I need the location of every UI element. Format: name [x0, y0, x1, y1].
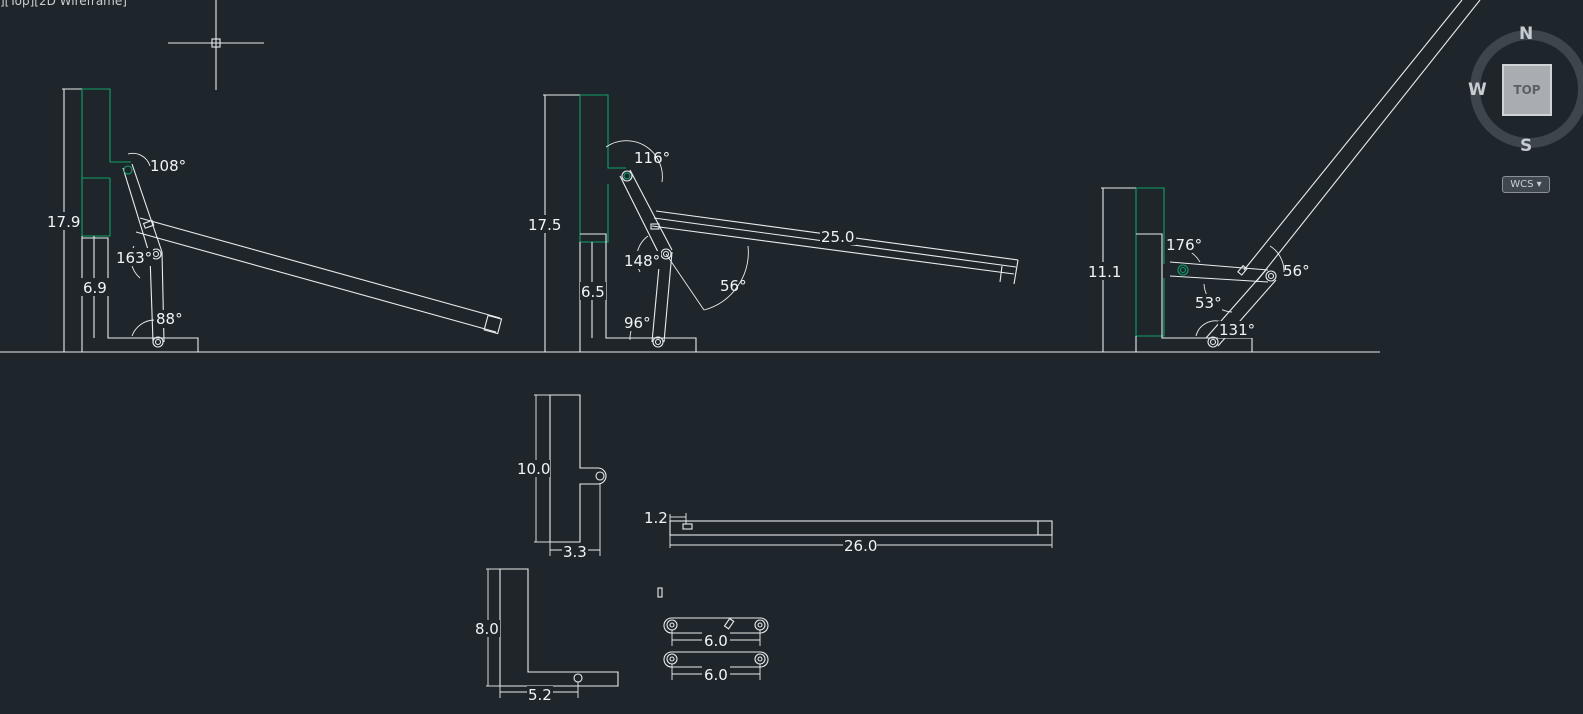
viewcube-north[interactable]: N: [1519, 24, 1534, 44]
angle-label-a3d: 56°: [1283, 262, 1310, 280]
svg-text:11.1: 11.1: [1088, 263, 1121, 281]
svg-text:131°: 131°: [1219, 321, 1255, 339]
viewcube-top-face[interactable]: TOP: [1502, 64, 1552, 116]
svg-text:88°: 88°: [156, 310, 183, 328]
dim-label-h2b: 6.5: [580, 282, 606, 301]
svg-text:148°: 148°: [624, 252, 660, 270]
svg-text:25.0: 25.0: [821, 228, 854, 246]
svg-text:176°: 176°: [1166, 236, 1202, 254]
angle-label-a1a: 108°: [150, 157, 186, 175]
part-upright-bracket: [534, 394, 607, 556]
svg-text:26.0: 26.0: [844, 537, 877, 555]
svg-text:6.9: 6.9: [83, 279, 107, 297]
angle-label-a2a: 116°: [634, 149, 670, 167]
assembly-3: [1101, 0, 1481, 352]
dim-label-p3t: 1.2: [644, 509, 668, 527]
svg-text:6.5: 6.5: [581, 283, 605, 301]
svg-text:1.2: 1.2: [644, 509, 668, 527]
svg-text:3.3: 3.3: [563, 543, 587, 561]
svg-text:8.0: 8.0: [475, 620, 499, 638]
dim-label-p2w: 5.2: [527, 686, 553, 704]
dim-label-h3: 11.1: [1087, 262, 1121, 281]
angle-label-a1b: 163°: [115, 248, 153, 267]
svg-text:56°: 56°: [1283, 262, 1310, 280]
wcs-menu-button[interactable]: WCS ▾: [1502, 176, 1550, 193]
assembly-2: [543, 94, 1019, 352]
svg-text:116°: 116°: [634, 149, 670, 167]
angle-label-a3c: 131°: [1218, 321, 1256, 339]
dim-label-p2h: 8.0: [474, 620, 500, 638]
dim-label-h1b: 6.9: [81, 278, 109, 297]
dim-label-h1: 17.9: [46, 212, 80, 231]
svg-text:96°: 96°: [624, 314, 651, 332]
part-long-board: [657, 513, 1053, 598]
svg-text:53°: 53°: [1195, 294, 1222, 312]
angle-label-a2c: 96°: [623, 313, 651, 332]
dim-label-l2: 25.0: [820, 228, 856, 246]
viewcube-south[interactable]: S: [1520, 136, 1533, 156]
viewcube-west[interactable]: W: [1468, 80, 1487, 100]
dim-label-p4l: 6.0: [702, 632, 730, 650]
svg-text:6.0: 6.0: [704, 666, 728, 684]
viewcube-compass-ring[interactable]: [1470, 30, 1583, 148]
assembly-1: [62, 88, 503, 352]
dim-label-p3l: 26.0: [843, 537, 877, 555]
dim-label-p5l: 6.0: [702, 666, 730, 684]
svg-text:163°: 163°: [116, 249, 152, 267]
angle-label-a1c: 88°: [156, 310, 186, 328]
viewcube[interactable]: N W S TOP: [1468, 22, 1583, 162]
crosshair-cursor: [168, 0, 264, 90]
angle-label-a2b: 148°: [623, 251, 661, 270]
svg-text:5.2: 5.2: [528, 686, 552, 704]
dim-label-h2: 17.5: [527, 215, 561, 234]
angle-label-a2d: 56°: [720, 277, 747, 295]
viewport-label[interactable]: ][Top][2D Wireframe]: [0, 0, 127, 8]
part-l-bracket: [486, 568, 619, 698]
svg-text:108°: 108°: [150, 157, 186, 175]
dim-label-p1w: 3.3: [562, 543, 588, 561]
dim-label-p1h: 10.0: [516, 460, 550, 478]
angle-label-a3b: 53°: [1194, 294, 1222, 312]
svg-text:10.0: 10.0: [517, 460, 550, 478]
angle-label-a3a: 176°: [1165, 236, 1203, 254]
svg-text:17.5: 17.5: [528, 216, 561, 234]
svg-text:17.9: 17.9: [47, 213, 80, 231]
svg-text:56°: 56°: [720, 277, 747, 295]
svg-text:6.0: 6.0: [704, 632, 728, 650]
